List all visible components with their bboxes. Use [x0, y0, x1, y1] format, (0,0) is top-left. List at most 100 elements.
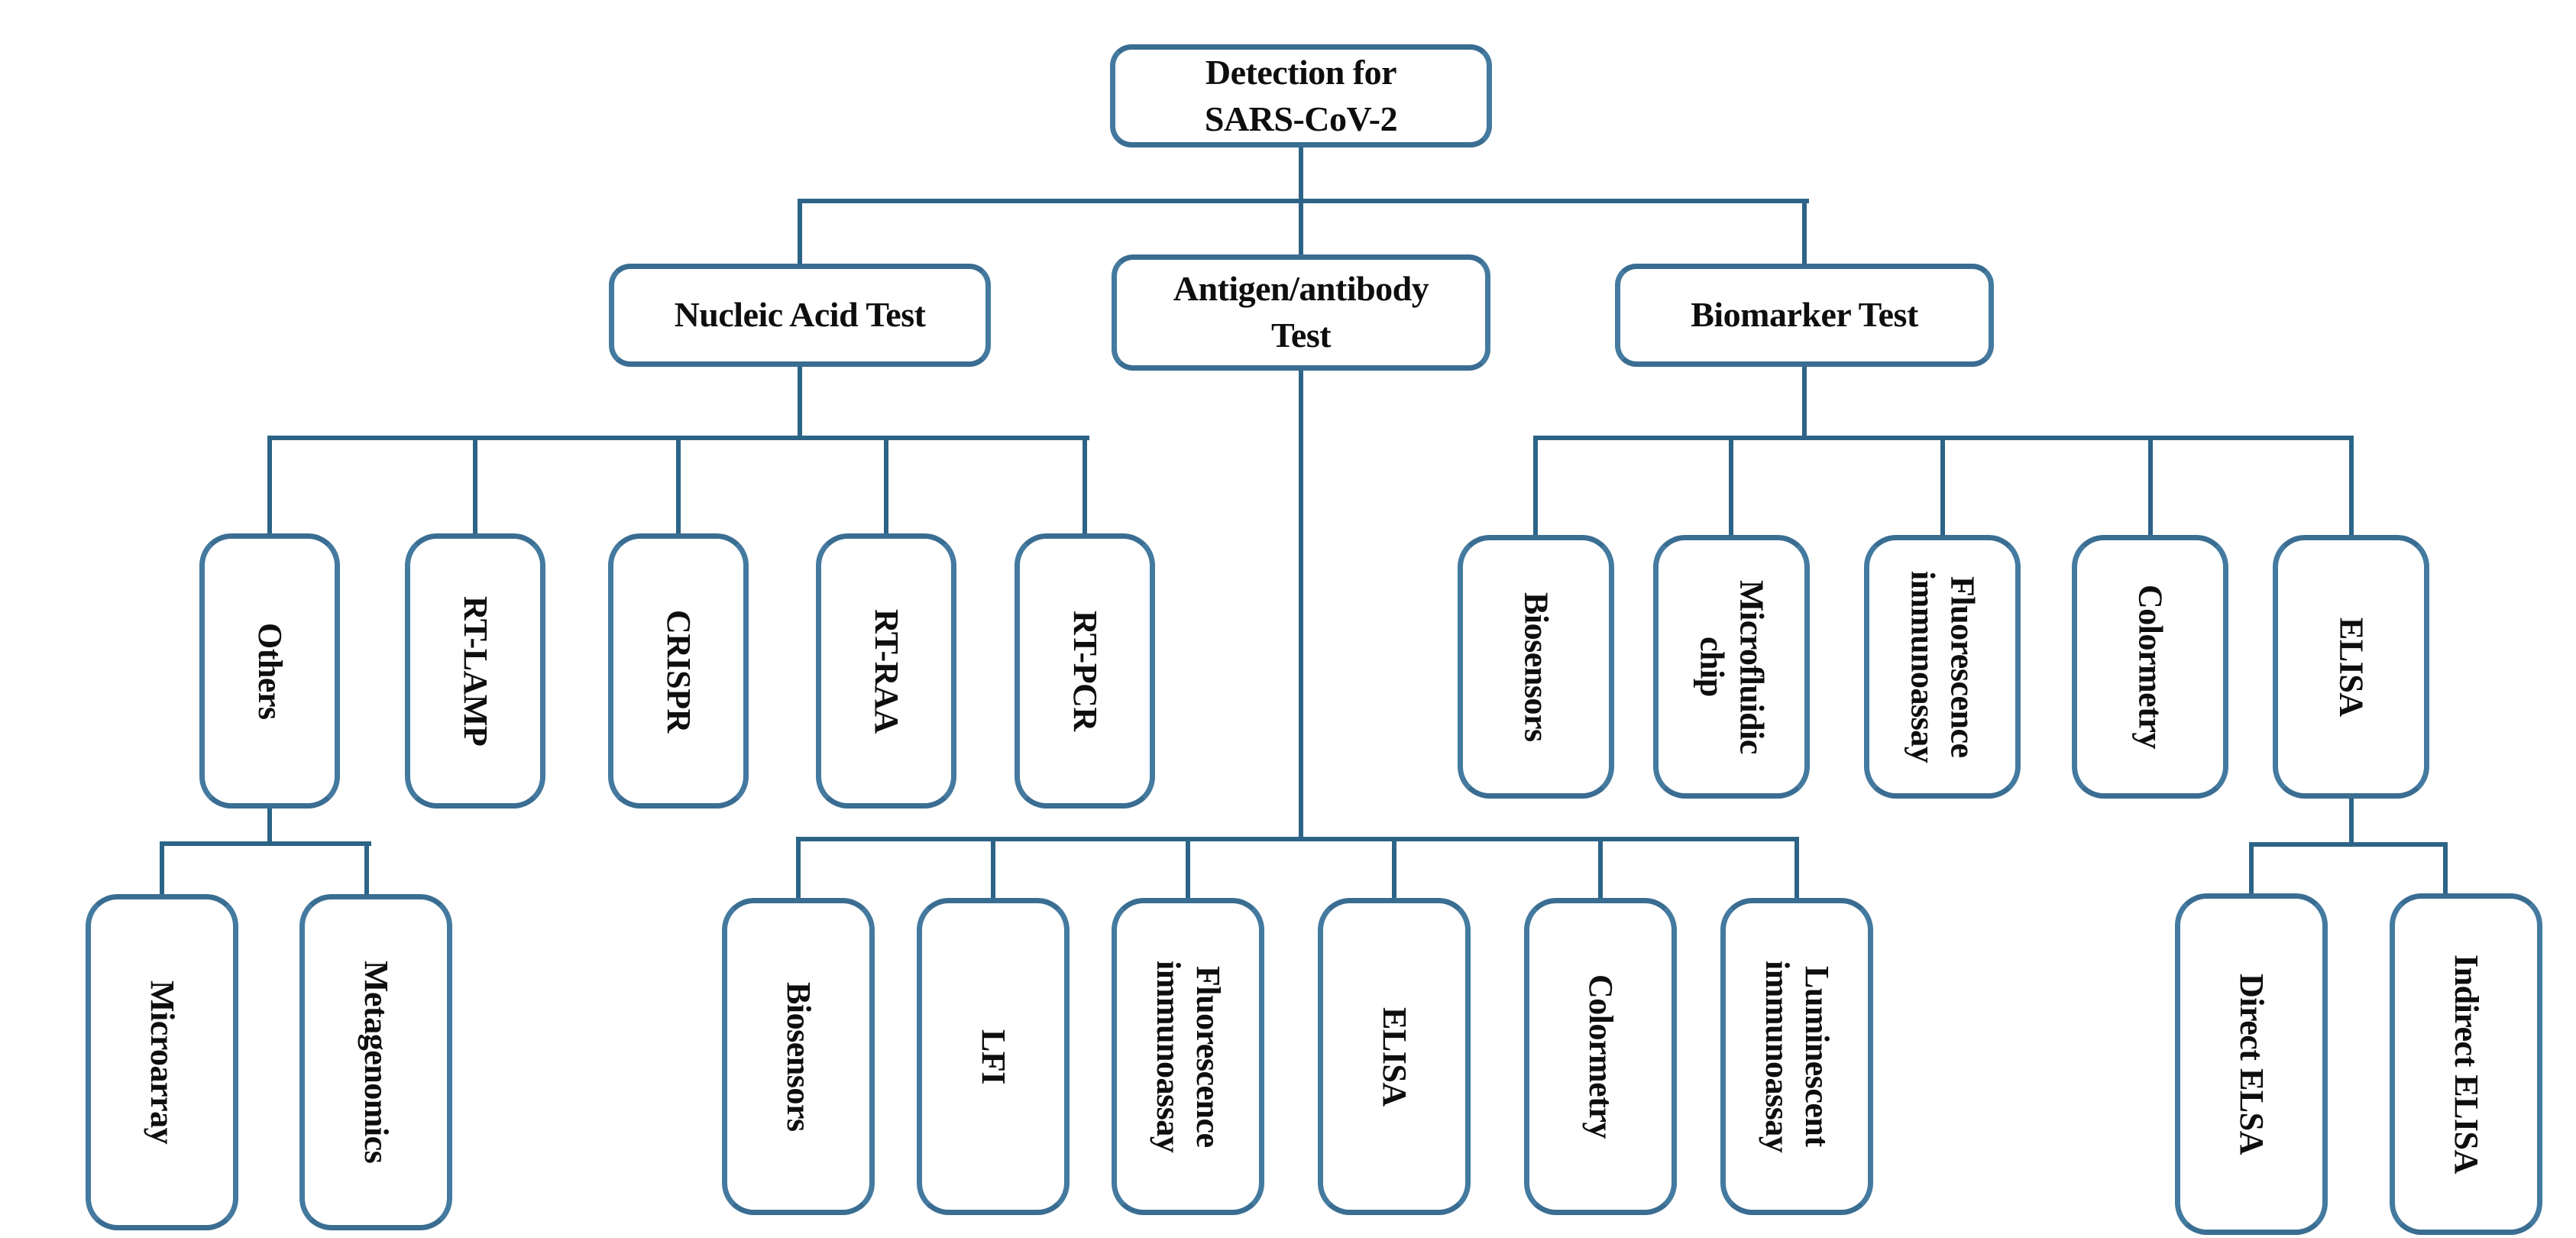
node-label-line: Antigen/antibody: [1173, 269, 1429, 309]
node-biomarker-test: Biomarker Test: [1615, 264, 1994, 367]
node-others: Others: [199, 533, 340, 809]
node-label: Colormetry: [1581, 974, 1620, 1139]
node-ab-fluorescence-immunoassay: Fluorescence immunoassay: [1112, 898, 1264, 1215]
connector-line: [1802, 199, 1807, 267]
node-bio-fluorescence-immunoassay: Fluorescence immunoassay: [1864, 535, 2021, 799]
connector-line: [796, 837, 1799, 841]
node-rt-lamp: RT-LAMP: [405, 533, 545, 809]
node-label-line: RT-RAA: [867, 608, 905, 734]
node-label: Fluorescence immunoassay: [1903, 571, 1982, 763]
node-label-line: Colormetry: [1581, 974, 1620, 1139]
connector-line: [1299, 199, 1303, 258]
node-label-line: Nucleic Acid Test: [674, 295, 926, 335]
connector-line: [884, 436, 888, 536]
connector-line: [1083, 436, 1087, 536]
node-label-line: immunoassay: [1904, 570, 1942, 763]
connector-line: [364, 841, 369, 897]
node-label-line: Luminescent: [1798, 966, 1836, 1147]
connector-line: [1940, 436, 1945, 539]
node-antigen-antibody-test: Antigen/antibody Test: [1112, 254, 1490, 371]
node-bio-colormetry: Colormetry: [2072, 535, 2228, 799]
node-rt-raa: RT-RAA: [816, 533, 956, 809]
node-ab-elisa: ELISA: [1318, 898, 1471, 1215]
connector-line: [798, 199, 802, 267]
node-label: CRISPR: [659, 610, 698, 733]
node-bio-biosensors: Biosensors: [1458, 535, 1614, 799]
node-crispr: CRISPR: [608, 533, 749, 809]
node-label-line: Others: [251, 622, 289, 720]
node-label-line: Fluorescence: [1189, 965, 1227, 1148]
node-label-line: RT-LAMP: [456, 595, 494, 747]
node-label-line: Detection for: [1205, 52, 1397, 92]
node-label-line: CRISPR: [659, 609, 697, 733]
connector-line: [1392, 837, 1396, 902]
node-direct-elsa: Direct ELSA: [2175, 893, 2328, 1235]
node-label: Indirect ELISA: [2446, 954, 2486, 1174]
node-label: Others: [250, 623, 290, 720]
node-label: Biosensors: [778, 982, 818, 1131]
node-bio-elisa: ELISA: [2273, 535, 2429, 799]
node-lfi: LFI: [917, 898, 1070, 1215]
node-microfluidic-chip: Microfluidic chip: [1653, 535, 1810, 799]
connector-line: [2249, 842, 2448, 847]
connector-line: [1802, 365, 1807, 438]
node-label-line: immunoassay: [1759, 960, 1796, 1153]
node-label-line: chip: [1693, 637, 1731, 697]
node-label: Nucleic Acid Test: [675, 292, 926, 339]
node-label: ELISA: [1374, 1007, 1414, 1107]
node-label-line: Microarray: [143, 980, 181, 1145]
node-label-line: Biosensors: [779, 981, 817, 1132]
node-label-line: Indirect ELISA: [2447, 954, 2485, 1174]
connector-line: [2349, 436, 2354, 539]
connector-line: [1186, 837, 1190, 902]
node-luminescent-immunoassay: Luminescent immunoassay: [1720, 898, 1873, 1215]
node-label: Microarray: [142, 980, 182, 1144]
node-label: ELISA: [2332, 617, 2371, 717]
node-nucleic-acid-test: Nucleic Acid Test: [609, 264, 991, 367]
connector-line: [160, 841, 371, 846]
node-label: Colormetry: [2131, 585, 2170, 749]
connector-line: [798, 199, 1809, 203]
node-label-line: SARS-CoV-2: [1204, 99, 1398, 138]
node-label-line: Metagenomics: [357, 961, 395, 1164]
connector-line: [2148, 436, 2153, 539]
connector-line: [2349, 796, 2354, 847]
node-label-line: ELISA: [1375, 1006, 1413, 1107]
node-label-line: Fluorescence: [1943, 575, 1982, 758]
connector-line: [267, 436, 272, 536]
node-ab-biosensors: Biosensors: [722, 898, 875, 1215]
node-microarray: Microarray: [86, 894, 238, 1230]
node-label: Luminescent immunoassay: [1757, 961, 1837, 1152]
node-rt-pcr: RT-PCR: [1015, 533, 1155, 809]
node-label: Antigen/antibody Test: [1173, 266, 1429, 358]
node-label-line: RT-PCR: [1066, 611, 1104, 731]
connector-line: [796, 837, 801, 902]
node-label: RT-PCR: [1065, 611, 1105, 731]
connector-line: [160, 841, 164, 897]
connector-line: [676, 436, 681, 536]
node-label: Biosensors: [1516, 592, 1556, 741]
node-label-line: Microfluidic: [1733, 579, 1771, 754]
node-label-line: Biomarker Test: [1691, 295, 1918, 335]
node-label: Microfluidic chip: [1692, 580, 1772, 754]
node-label: RT-RAA: [866, 609, 906, 734]
connector-line: [2443, 842, 2448, 897]
connector-line: [1299, 368, 1303, 841]
node-label: LFI: [973, 1029, 1013, 1084]
connector-line: [798, 365, 802, 438]
connector-line: [1598, 837, 1603, 902]
node-ab-colormetry: Colormetry: [1524, 898, 1677, 1215]
connector-line: [1729, 436, 1733, 539]
node-label-line: immunoassay: [1150, 960, 1187, 1153]
connector-line: [991, 837, 995, 902]
node-label-line: Colormetry: [2131, 585, 2170, 749]
node-label-line: Biosensors: [1517, 591, 1555, 742]
connector-line: [1299, 145, 1303, 201]
node-indirect-elisa: Indirect ELISA: [2390, 893, 2542, 1235]
node-label-line: LFI: [974, 1029, 1012, 1084]
node-label-line: Test: [1270, 316, 1332, 355]
connector-line: [473, 436, 477, 536]
node-label: Detection for SARS-CoV-2: [1204, 50, 1398, 142]
node-metagenomics: Metagenomics: [299, 894, 452, 1230]
